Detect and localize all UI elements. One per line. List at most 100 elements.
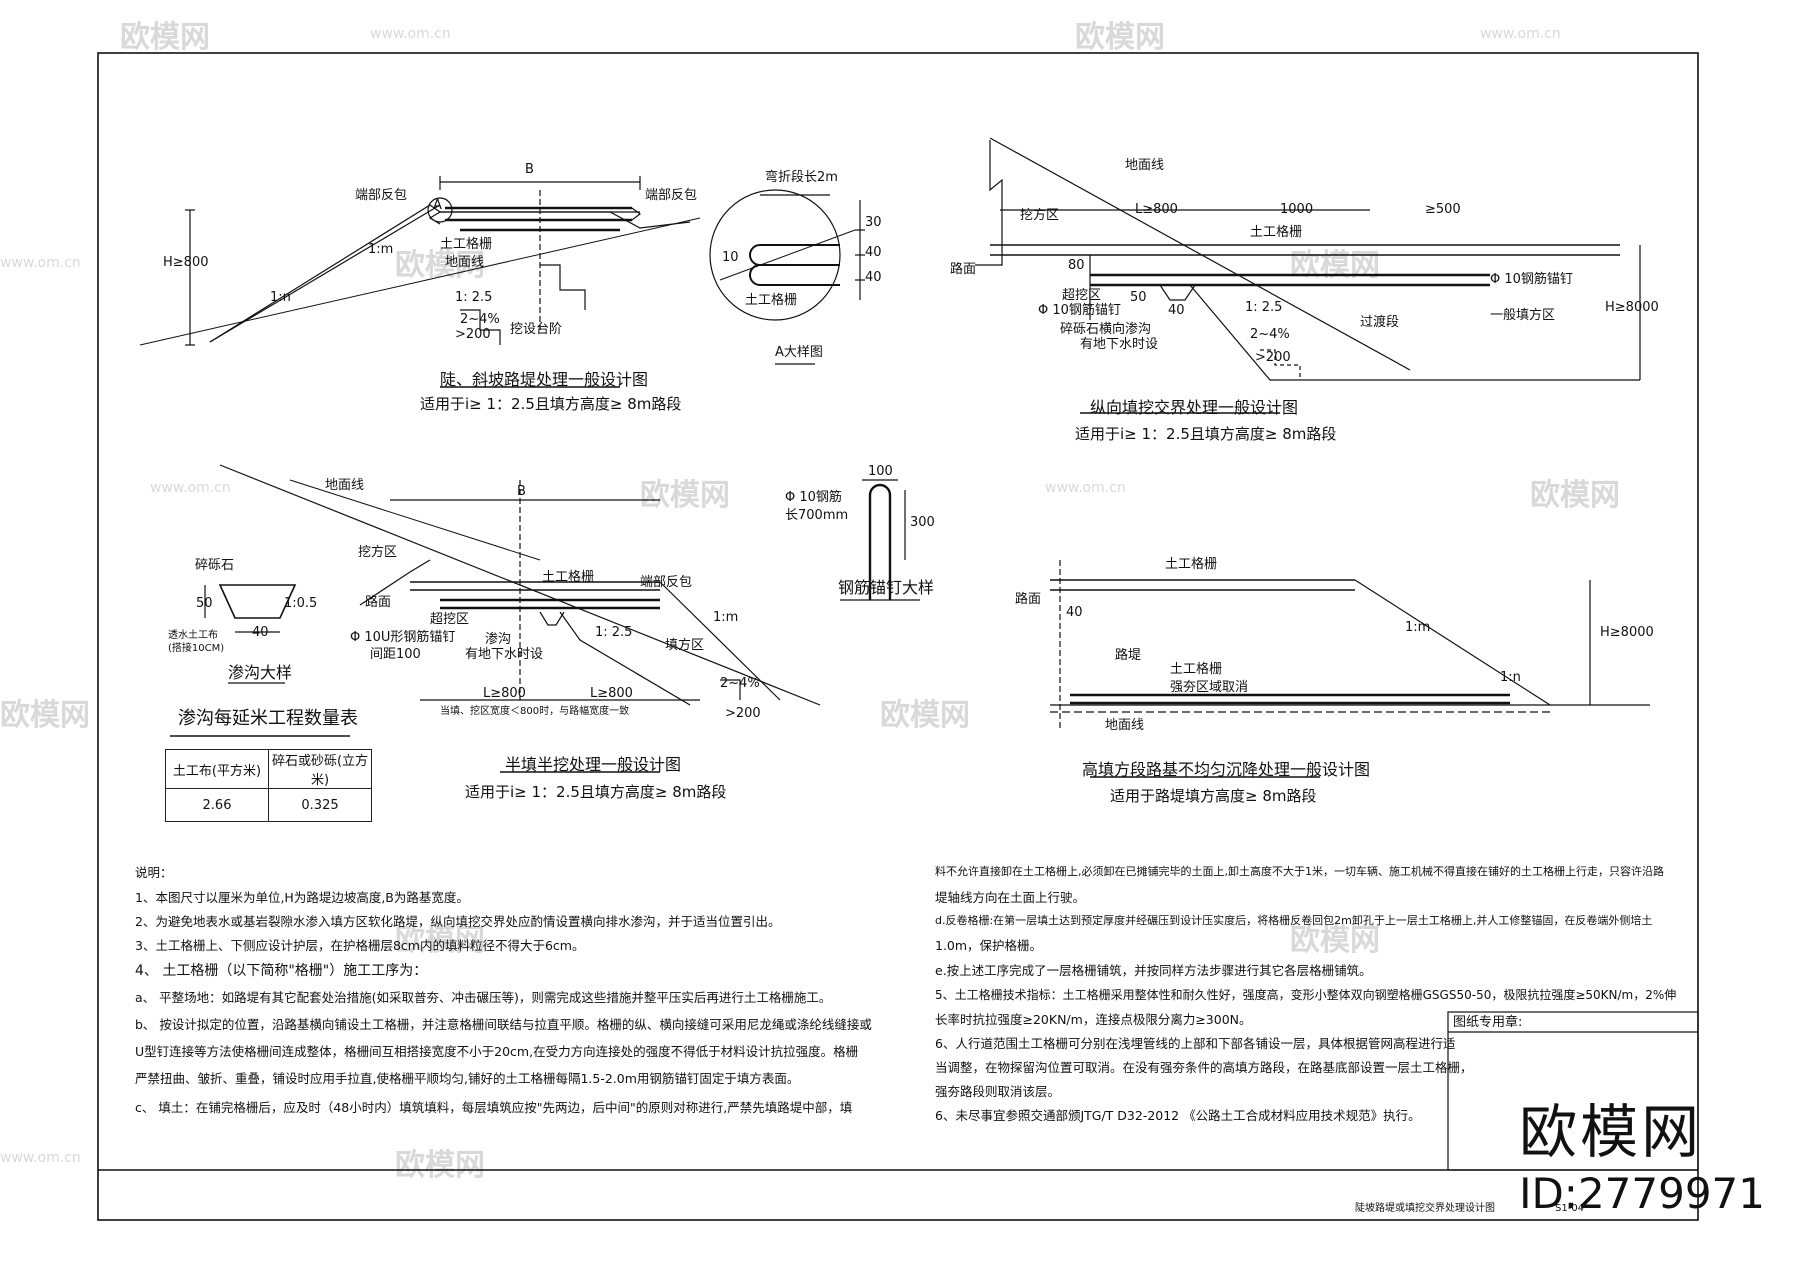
watermark-brand: 欧模网 — [0, 698, 90, 733]
drawing2-subtitle: 适用于i≥ 1：2.5且填方高度≥ 8m路段 — [1075, 425, 1337, 443]
watermark-url: www.om.cn — [1045, 480, 1126, 496]
label-embank: 路堤 — [1115, 648, 1142, 663]
label-pavement: 路面 — [950, 262, 977, 277]
label-fabric2: (搭接10CM) — [168, 643, 225, 654]
label-gravel: 碎砾石横向渗沟 — [1060, 322, 1152, 337]
slope-1n: 1:n — [270, 290, 291, 305]
drawing4-title: 高填方段路基不均匀沉降处理一般设计图 — [1082, 760, 1371, 779]
label-geogrid2: 土工格栅 — [1170, 662, 1223, 677]
watermark-brand: 欧模网 — [1290, 923, 1380, 958]
slope-25: 1: 2.5 — [1245, 300, 1283, 315]
d50: 50 — [196, 596, 213, 611]
label-anchor-right: Φ 10钢筋锚钉 — [1490, 272, 1573, 287]
label-bar: Φ 10钢筋 — [785, 490, 842, 505]
step: >200 — [455, 327, 491, 342]
slope-1n: 1:n — [1500, 670, 1521, 685]
note-line: 2、为避免地表水或基岩裂隙水渗入填方区软化路堤，纵向填挖交界处应酌情设置横向排水… — [135, 914, 781, 929]
label-ground: 地面线 — [1105, 718, 1145, 733]
note-line: 1.0m，保护格栅。 — [935, 938, 1043, 953]
label-pavement: 路面 — [1015, 592, 1042, 607]
d10: 10 — [722, 250, 739, 265]
slope-25: 1: 2.5 — [595, 625, 633, 640]
watermark-url: www.om.cn — [150, 480, 231, 496]
note-line: 强夯路段则取消该层。 — [935, 1084, 1061, 1099]
note-line: 1、本图尺寸以厘米为单位,H为路堤边坡高度,B为路基宽度。 — [135, 890, 469, 905]
slope: 1:0.5 — [284, 596, 318, 611]
note-line: d.反卷格栅:在第一层填土达到预定厚度并经碾压到设计压实度后，将格栅反卷回包2m… — [935, 914, 1653, 927]
d100: 100 — [868, 464, 893, 479]
dim-l800a: L≥800 — [483, 686, 526, 701]
step: >200 — [1255, 350, 1291, 365]
label-over-excav: 超挖区 — [1062, 288, 1102, 303]
watermark-brand: 欧模网 — [1075, 20, 1165, 55]
detail-nail-title: 钢筋锚钉大样 — [838, 578, 935, 597]
note-line: a、 平整场地：如路堤有其它配套处治措施(如采取普夯、冲击碾压等)，则需完成这些… — [135, 990, 832, 1005]
title-block-label: 图纸专用章: — [1453, 1015, 1523, 1030]
slope-1m: 1:m — [713, 610, 739, 625]
label-pavement: 路面 — [365, 595, 392, 610]
label-geogrid-a: 土工格栅 — [745, 293, 798, 308]
d300: 300 — [910, 515, 935, 530]
slope-1m: 1:m — [368, 242, 394, 257]
watermark-brand: 欧模网 — [1530, 478, 1620, 513]
label-spacing: 间距100 — [370, 647, 421, 662]
watermark-brand: 欧模网 — [395, 923, 485, 958]
watermark-url: www.om.cn — [0, 255, 81, 271]
height: H≥800 — [163, 255, 209, 270]
height: H≥8000 — [1600, 625, 1654, 640]
note-line: 料不允许直接卸在土工格栅上,必须卸在已摊铺完毕的土面上,卸土高度不大于1米，一切… — [935, 865, 1664, 878]
label-bench: 挖设台阶 — [510, 322, 563, 337]
d40: 40 — [1168, 303, 1185, 318]
note-line: e.按上述工序完成了一层格栅铺筑，并按同样方法步骤进行其它各层格栅铺筑。 — [935, 963, 1372, 978]
label-fold: 端部反包 — [640, 575, 693, 590]
table-header-cell: 土工布(平方米) — [165, 749, 269, 789]
label-fabric: 透水土工布 — [168, 630, 218, 641]
dim-l800b: L≥800 — [590, 686, 633, 701]
drawing3-subtitle: 适用于i≥ 1：2.5且填方高度≥ 8m路段 — [465, 783, 727, 801]
d50: 50 — [1130, 290, 1147, 305]
fold-length: 弯折段长2m — [765, 170, 838, 185]
note-line: 6、未尽事宜参照交通部颁JTG/T D32-2012 《公路土工合成材料应用技术… — [935, 1108, 1421, 1123]
watermark-url: www.om.cn — [0, 1150, 81, 1166]
table-cell: 2.66 — [165, 788, 269, 822]
drawing3-title: 半填半挖处理一般设计图 — [505, 755, 682, 774]
d40: 40 — [1066, 605, 1083, 620]
table-header-cell: 碎石或砂砾(立方米) — [268, 749, 372, 789]
quantity-table: 土工布(平方米) 碎石或砂砾(立方米) 2.66 0.325 — [165, 749, 372, 822]
label-gravel2: 有地下水时设 — [1080, 337, 1159, 352]
note-line: b、 按设计拟定的位置，沿路基横向铺设土工格栅，并注意格栅间联结与拉直平顺。格栅… — [135, 1017, 872, 1032]
height: H≥8000 — [1605, 300, 1659, 315]
label-geogrid: 土工格栅 — [542, 570, 595, 585]
marker-a: A — [433, 198, 442, 213]
label-gravel: 碎砾石 — [195, 558, 235, 573]
detail-seep-title: 渗沟大样 — [228, 663, 293, 682]
drawing4-subtitle: 适用于路堤填方高度≥ 8m路段 — [1110, 787, 1317, 805]
note-line: 5、土工格栅技术指标：土工格栅采用整体性和耐久性好，强度高，变形小整体双向钢塑格… — [935, 988, 1677, 1002]
watermark-url: www.om.cn — [1480, 26, 1561, 42]
label-anchor: Φ 10钢筋锚钉 — [1038, 303, 1121, 318]
watermark-url: www.om.cn — [370, 26, 451, 42]
grade: 2~4% — [1250, 327, 1290, 342]
d40a: 40 — [865, 245, 882, 260]
detail-a-title: A大样图 — [775, 345, 823, 360]
watermark-brand: 欧模网 — [395, 1148, 485, 1183]
table-row: 2.66 0.325 — [165, 788, 372, 822]
brand-id: ID:2779971 — [1519, 1169, 1765, 1218]
label-seep: 渗沟 — [485, 632, 512, 647]
watermark-brand: 欧模网 — [1290, 248, 1380, 283]
watermark-brand: 欧模网 — [640, 478, 730, 513]
d80: 80 — [1068, 258, 1085, 273]
drawing-name: 陡坡路堤或填挖交界处理设计图 — [1355, 1203, 1495, 1214]
label-fill: 填方区 — [665, 638, 705, 653]
note-line: 堤轴线方向在土面上行驶。 — [935, 890, 1086, 905]
d30: 30 — [865, 215, 882, 230]
label-note: 当填、挖区宽度＜800时，与路幅宽度一致 — [440, 706, 630, 717]
label-transition: 过渡段 — [1360, 315, 1400, 330]
note-line: 6、人行道范围土工格栅可分别在浅埋管线的上部和下部各铺设一层，具体根据管网高程进… — [935, 1036, 1456, 1051]
grade: 2~4% — [460, 312, 500, 327]
d40b: 40 — [865, 270, 882, 285]
note-line: U型钉连接等方法使格栅间连成整体，格栅间互相搭接宽度不小于20cm,在受力方向连… — [135, 1044, 859, 1059]
brand-name: 欧模网 — [1519, 1098, 1703, 1166]
